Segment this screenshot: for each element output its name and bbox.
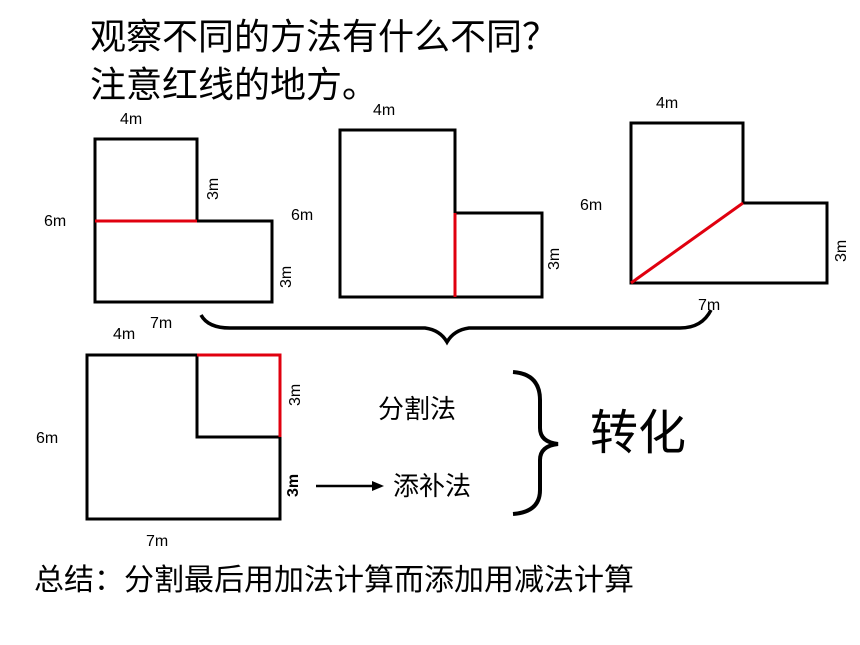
grouping-brace bbox=[199, 309, 713, 346]
fig3-bottom-label: 7m bbox=[698, 297, 721, 314]
split-method-label: 分割法 bbox=[378, 395, 457, 425]
figure-3-outline bbox=[629, 121, 829, 285]
fig1-bottom-label: 7m bbox=[150, 315, 173, 332]
figure-1-outline bbox=[93, 137, 274, 304]
title-line-2: 注意红线的地方。 bbox=[90, 65, 379, 106]
fig1-top-label: 4m bbox=[120, 111, 143, 128]
fig1-right-lower-label: 3m bbox=[278, 265, 295, 288]
summary-text: 总结：分割最后用加法计算而添加用减法计算 bbox=[34, 563, 634, 598]
fig3-left-label: 6m bbox=[580, 197, 603, 214]
figure-4-outline bbox=[85, 353, 282, 521]
transform-label: 转化 bbox=[590, 405, 687, 461]
fig1-right-upper-label: 3m bbox=[205, 177, 222, 200]
figure-2-split-vertical bbox=[338, 128, 544, 299]
fig4-right-lower-label: 3m bbox=[285, 473, 302, 497]
arrow-right-icon bbox=[316, 481, 384, 491]
figure-3-split-diagonal bbox=[629, 121, 829, 285]
fig4-left-label: 6m bbox=[36, 430, 59, 447]
right-brace-icon bbox=[512, 370, 559, 516]
figure-2-outline bbox=[338, 128, 544, 299]
title-line-1: 观察不同的方法有什么不同？ bbox=[90, 17, 559, 58]
fig2-left-label: 6m bbox=[291, 207, 314, 224]
fig4-bottom-label: 7m bbox=[146, 533, 169, 550]
fig2-top-label: 4m bbox=[373, 102, 396, 119]
fig4-top-label: 4m bbox=[113, 326, 136, 343]
figure-1-split-horizontal bbox=[93, 137, 274, 304]
fill-method-label: 添补法 bbox=[393, 472, 472, 502]
figure-4-fill-in bbox=[85, 353, 282, 521]
fig3-top-label: 4m bbox=[656, 95, 679, 112]
fig1-left-label: 6m bbox=[44, 213, 67, 230]
fig3-right-lower-label: 3m bbox=[833, 239, 850, 262]
fig4-right-upper-label: 3m bbox=[287, 383, 304, 406]
fig2-right-lower-label: 3m bbox=[546, 247, 563, 270]
figure-4-red-line bbox=[197, 353, 282, 437]
figure-3-red-line bbox=[630, 201, 744, 285]
